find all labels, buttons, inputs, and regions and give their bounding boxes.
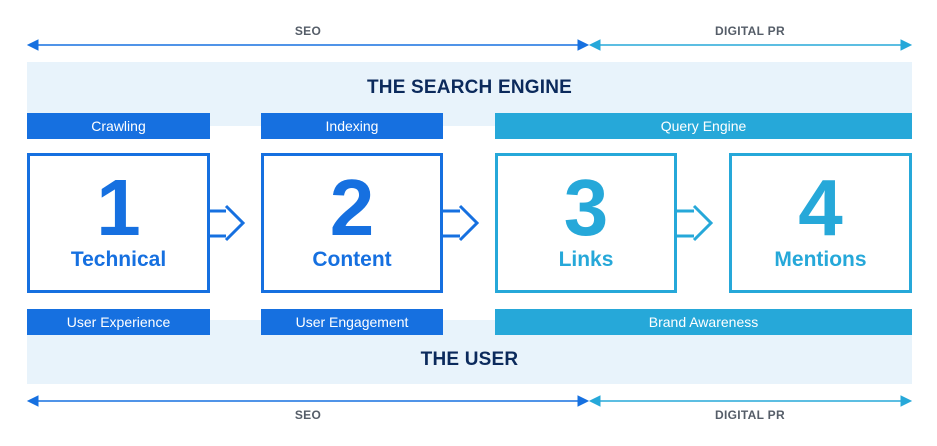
step-label: Technical [70, 248, 167, 271]
top-pr-label: DIGITAL PR [715, 24, 785, 38]
stage-user-engagement: User Engagement [261, 309, 443, 335]
stage-brand-awareness: Brand Awareness [495, 309, 912, 335]
step-label: Mentions [774, 248, 867, 271]
stage-query-engine: Query Engine [495, 113, 912, 139]
bottom-pr-label: DIGITAL PR [715, 408, 785, 422]
user-title: THE USER [420, 349, 519, 370]
top-seo-label: SEO [294, 24, 322, 38]
bottom-seo-label: SEO [294, 408, 322, 422]
step-card-mentions: 4 Mentions [729, 153, 912, 293]
stage-user-experience: User Experience [27, 309, 210, 335]
stage-crawling: Crawling [27, 113, 210, 139]
step-number: 3 [563, 163, 609, 252]
step-number: 4 [798, 163, 843, 252]
step-card-technical: 1 Technical [27, 153, 210, 293]
top-pr-arrow [588, 39, 913, 51]
step-card-links: 3 Links [495, 153, 677, 293]
search-engine-title: THE SEARCH ENGINE [366, 77, 573, 98]
step-label: Content [312, 248, 392, 271]
top-seo-arrow [26, 39, 590, 51]
bottom-pr-arrow [588, 395, 913, 407]
step-card-content: 2 Content [261, 153, 443, 293]
bottom-seo-arrow [26, 395, 590, 407]
step-label: Links [558, 248, 614, 271]
step-number: 2 [329, 163, 375, 252]
step-number: 1 [96, 163, 141, 252]
stage-indexing: Indexing [261, 113, 443, 139]
